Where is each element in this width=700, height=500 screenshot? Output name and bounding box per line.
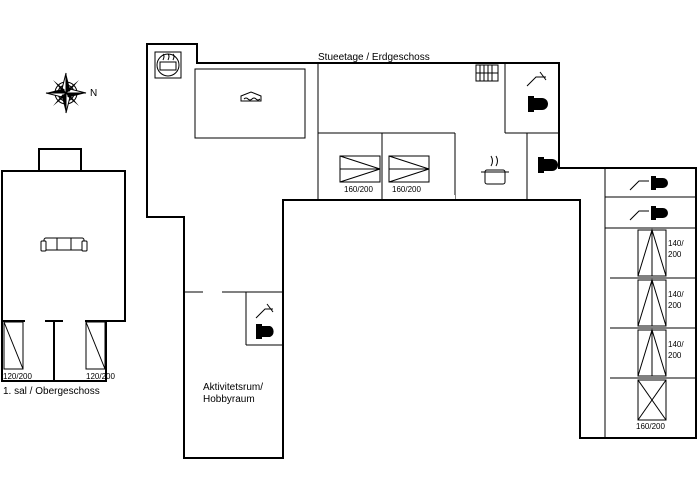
sofa-icon — [40, 237, 88, 252]
toilet-icon — [651, 206, 668, 220]
ground-floor-plan: 160/200 160/200 — [146, 43, 697, 459]
ground-floor-caption: Stueetage / Erdgeschoss — [318, 52, 430, 63]
bed-size-label: 140/ — [668, 340, 684, 349]
shower-icon — [629, 210, 649, 221]
shower-icon — [629, 180, 649, 191]
bed-icon — [637, 228, 667, 277]
toilet-icon — [538, 157, 558, 173]
bed-size-label: 160/200 — [392, 185, 421, 194]
bed-size-label: 160/200 — [344, 185, 373, 194]
bed-icon — [637, 379, 667, 421]
bed-size-label: 140/ — [668, 290, 684, 299]
shower-icon — [526, 71, 547, 87]
compass-north-label: N — [90, 88, 97, 99]
toilet-icon — [528, 96, 548, 112]
cooking-pot-icon — [481, 155, 509, 185]
bed-icon — [3, 321, 24, 370]
bed-size-label: 120/200 — [86, 372, 115, 381]
bed-icon — [339, 155, 381, 183]
sauna-icon — [154, 51, 182, 79]
bed-size-label: 140/ — [668, 239, 684, 248]
bed-icon — [388, 155, 430, 183]
bed-size-label: 120/200 — [3, 372, 32, 381]
bed-size-label: 160/200 — [636, 422, 665, 431]
toilet-icon — [256, 324, 274, 339]
activity-room-label: Hobbyraum — [203, 394, 255, 405]
bed-icon — [637, 328, 667, 377]
bed-size-label: 200 — [668, 301, 682, 310]
activity-room-label: Aktivitetsrum/ — [203, 382, 263, 393]
upper-floor-plan: 120/200 120/200 — [1, 148, 126, 382]
spa-pool-icon — [240, 91, 262, 102]
shower-icon — [255, 303, 274, 319]
upper-floor-caption: 1. sal / Obergeschoss — [3, 386, 100, 397]
bed-size-label: 200 — [668, 250, 682, 259]
stairs-icon — [475, 64, 499, 82]
toilet-icon — [651, 176, 668, 190]
bed-size-label: 200 — [668, 351, 682, 360]
bed-icon — [85, 321, 106, 370]
bed-icon — [637, 278, 667, 327]
compass-rose-icon — [45, 72, 87, 114]
